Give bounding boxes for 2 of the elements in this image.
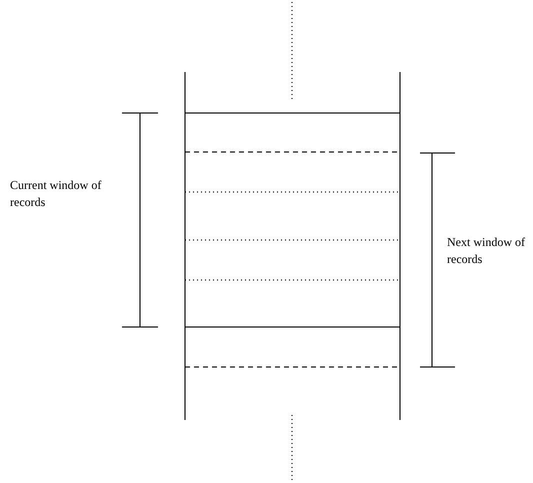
window-label: Next window of records: [447, 234, 526, 268]
window-label: Current window of records: [10, 177, 102, 211]
